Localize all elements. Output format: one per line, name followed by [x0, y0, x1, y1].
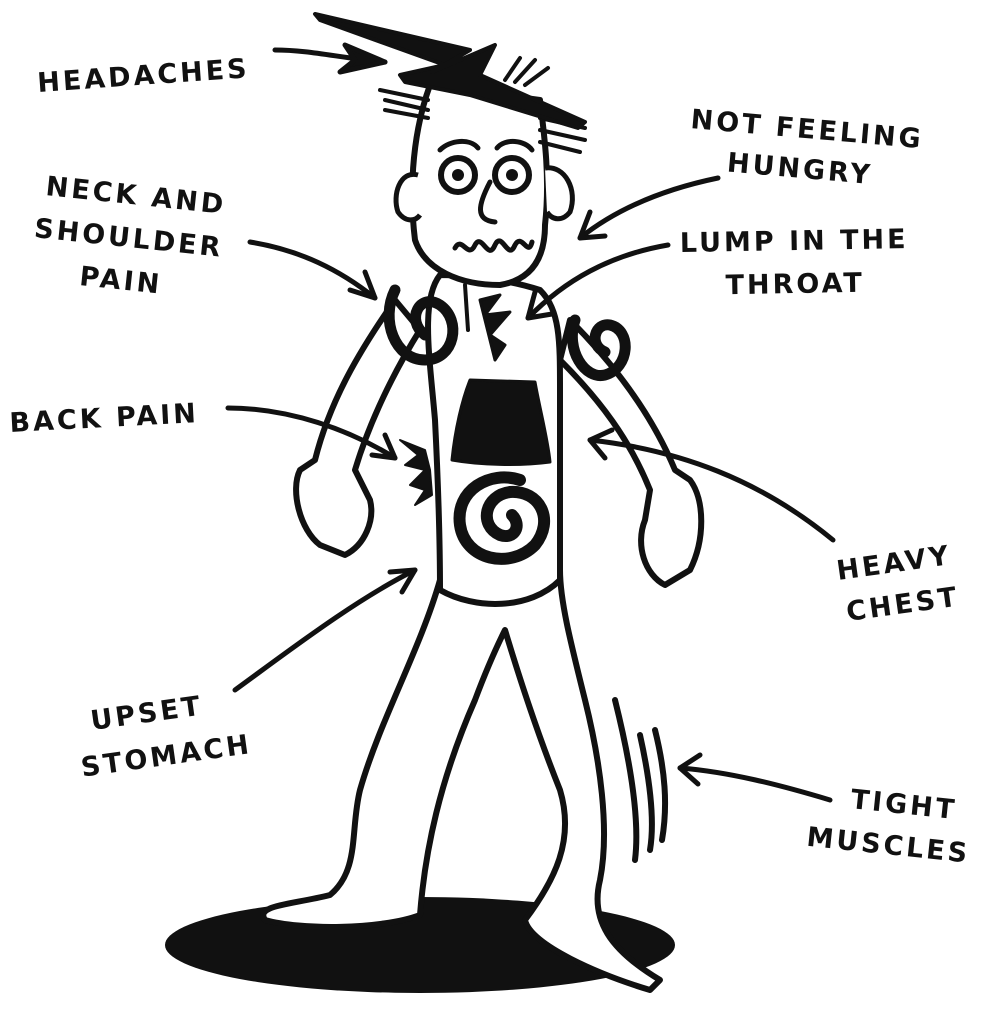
arrow-upset-stomach: [235, 570, 415, 690]
label-lump-line1: LUMP IN THE: [680, 224, 909, 259]
label-neck-line1: NECK AND: [44, 171, 227, 221]
tight-muscle-lines: [615, 700, 665, 860]
label-back-pain: BACK PAIN: [9, 398, 200, 439]
left-arm: [296, 300, 420, 555]
label-upset-stomach-line2: STOMACH: [79, 729, 254, 784]
label-neck-line2: SHOULDER: [33, 213, 225, 264]
label-neck-and-shoulder-pain: NECK AND SHOULDER PAIN: [28, 170, 241, 307]
label-lump-line2: THROAT: [725, 268, 865, 301]
label-tight-muscles-line2: MUSCLES: [805, 822, 971, 870]
figure: [263, 58, 701, 990]
arrow-heavy-chest: [590, 440, 833, 540]
label-not-feeling-hungry-line1: NOT FEELING: [689, 104, 925, 155]
label-heavy-chest: HEAVY CHEST: [835, 538, 972, 628]
label-not-feeling-hungry: NOT FEELING HUNGRY: [686, 104, 937, 196]
label-lump-in-the-throat: LUMP IN THE THROAT: [680, 224, 922, 302]
label-tight-muscles-line1: TIGHT: [849, 784, 958, 826]
label-tight-muscles: TIGHT MUSCLES: [805, 780, 976, 870]
label-upset-stomach: UPSET STOMACH: [73, 685, 254, 784]
left-ear: [396, 174, 420, 220]
label-not-feeling-hungry-line2: HUNGRY: [726, 147, 874, 191]
label-heavy-chest-line2: CHEST: [844, 581, 961, 628]
label-neck-line3: PAIN: [78, 261, 164, 300]
right-ear: [545, 168, 572, 219]
back-pain-spark-icon: [400, 440, 432, 505]
heavy-chest-block: [452, 380, 550, 464]
arrow-tight-muscles: [680, 768, 830, 800]
label-heavy-chest-line1: HEAVY: [835, 540, 954, 587]
label-upset-stomach-line1: UPSET: [89, 691, 205, 737]
label-headaches: HEADACHES: [36, 53, 250, 99]
right-pupil: [506, 169, 518, 181]
left-pupil: [452, 169, 464, 181]
